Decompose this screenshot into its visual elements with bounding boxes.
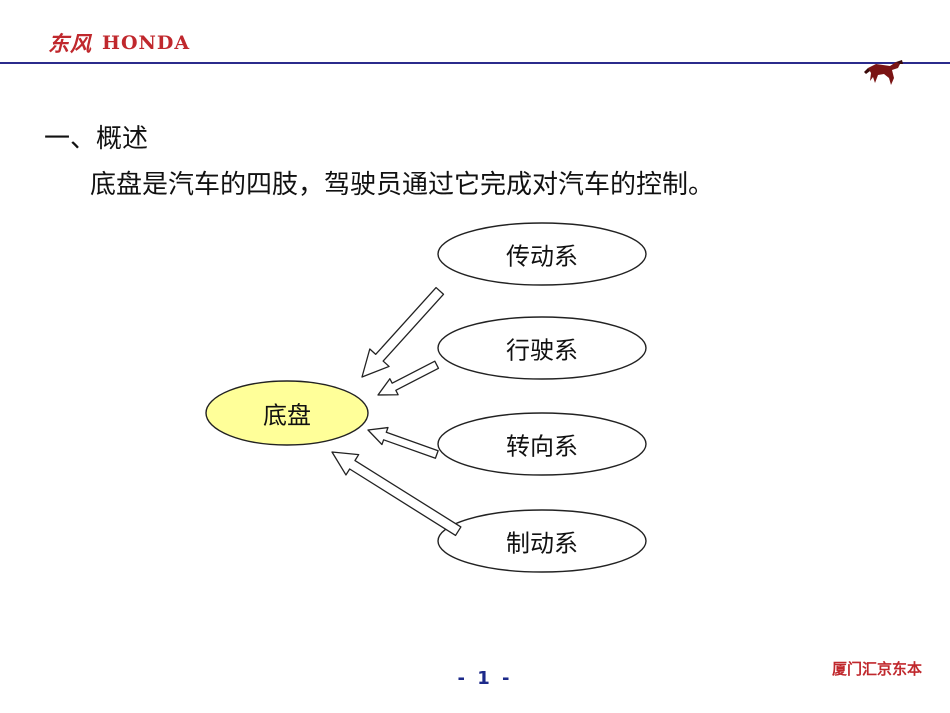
node-braking-ellipse (437, 509, 647, 573)
node-chassis-label: 底盘 (263, 401, 311, 430)
section-heading: 一、概述 (44, 124, 149, 154)
node-running-gear-ellipse (437, 316, 647, 380)
node-steering-ellipse (437, 412, 647, 476)
logo-dongfeng-text: 东风 (48, 31, 92, 56)
arrow-running-gear (377, 360, 440, 396)
arrow-steering (367, 426, 439, 459)
page-number: - 1 - (457, 668, 513, 689)
section-description: 底盘是汽车的四肢，驾驶员通过它完成对汽车的控制。 (90, 170, 715, 200)
arrow-transmission (361, 286, 445, 378)
arrow-braking (331, 451, 462, 537)
node-braking-label: 制动系 (506, 529, 578, 558)
logo-honda-text: HONDA (102, 32, 191, 54)
horse-icon (864, 60, 903, 85)
header-divider (0, 62, 950, 64)
node-running-gear-label: 行驶系 (506, 336, 578, 365)
node-chassis-ellipse (205, 380, 369, 446)
node-steering-label: 转向系 (506, 432, 578, 461)
dealer-name: 厦门汇京东本 (831, 660, 922, 678)
node-transmission-label: 传动系 (506, 242, 578, 271)
dongfeng-honda-logo: 东风 HONDA (48, 28, 190, 58)
node-transmission-ellipse (437, 222, 647, 286)
